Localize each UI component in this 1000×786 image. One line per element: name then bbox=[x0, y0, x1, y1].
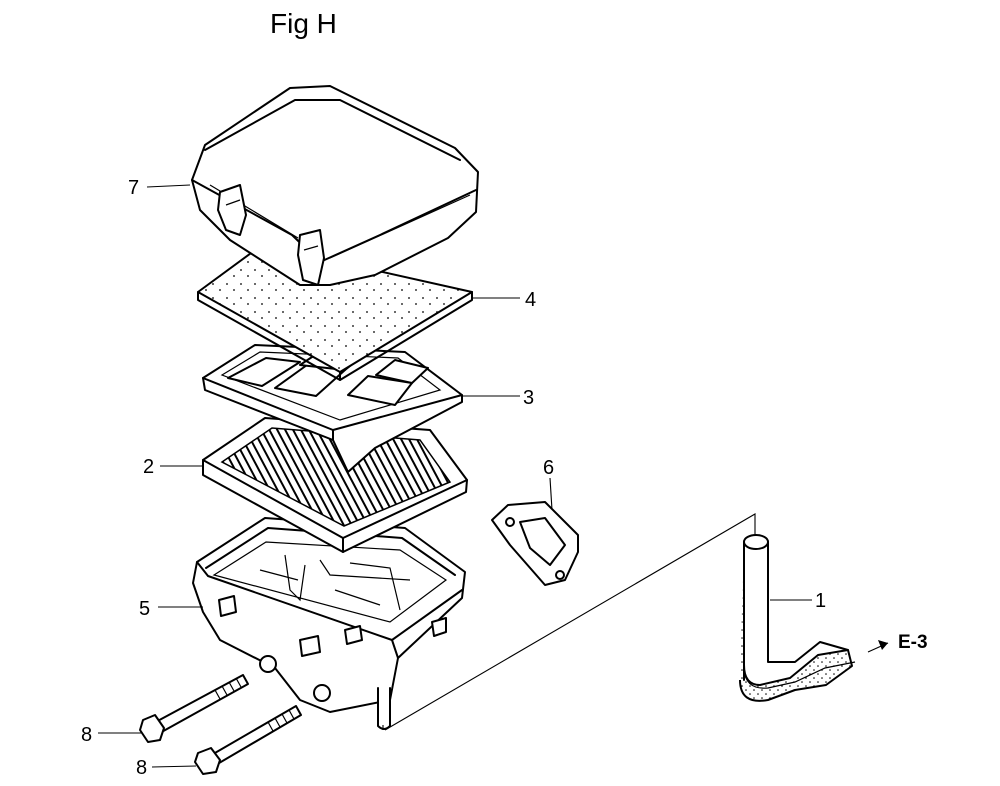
reference-e3: E-3 bbox=[898, 632, 928, 653]
gasket bbox=[491, 501, 579, 586]
paper-filter-element bbox=[202, 417, 468, 553]
flange-bolt-lower bbox=[194, 705, 302, 775]
air-cleaner-case bbox=[192, 517, 466, 730]
figure-title: Fig H bbox=[270, 8, 337, 39]
air-cleaner-cover bbox=[191, 85, 479, 286]
foam-filter bbox=[197, 244, 473, 381]
callout-5: 5 bbox=[139, 598, 150, 620]
flange-bolt-upper bbox=[139, 674, 249, 743]
callout-4: 4 bbox=[525, 289, 536, 311]
callout-3: 3 bbox=[523, 387, 534, 409]
leader-lines bbox=[98, 184, 889, 768]
filter-frame bbox=[202, 344, 463, 473]
callout-8-lower: 8 bbox=[136, 757, 147, 779]
callouts: 7 4 3 2 6 5 1 8 8 E-3 bbox=[81, 177, 928, 779]
callout-1: 1 bbox=[815, 590, 826, 612]
breather-tube bbox=[739, 534, 856, 702]
callout-2: 2 bbox=[143, 456, 154, 478]
callout-7: 7 bbox=[128, 177, 139, 199]
callout-8-upper: 8 bbox=[81, 724, 92, 746]
callout-6: 6 bbox=[543, 457, 554, 479]
